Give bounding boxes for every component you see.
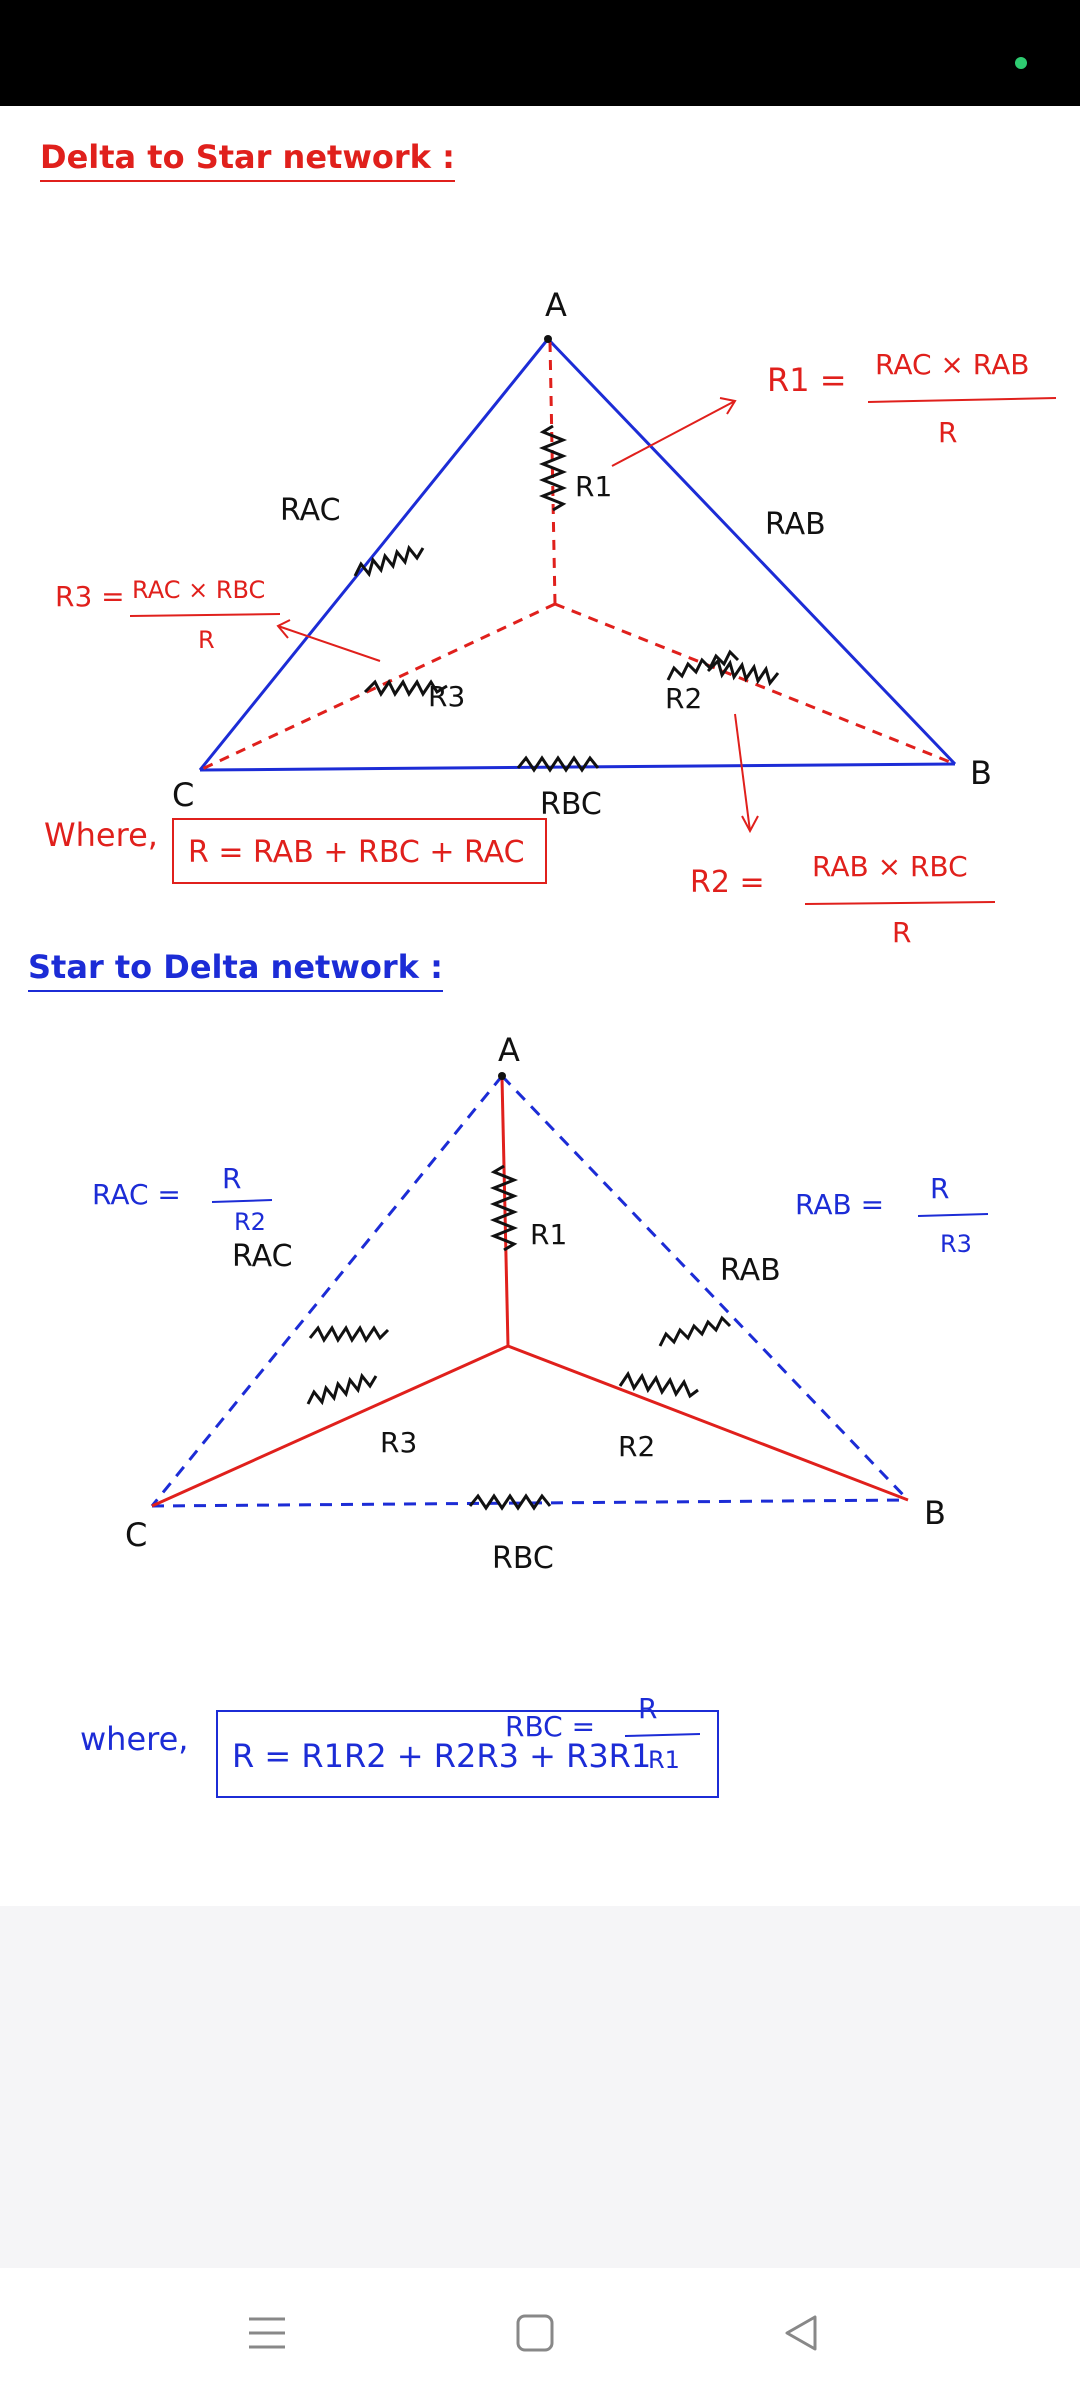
r2-label-2: R2 xyxy=(618,1430,655,1463)
formula-r2-lhs: R2 = xyxy=(690,865,765,900)
node-c-label: C xyxy=(172,776,194,814)
formula-rab-num: R xyxy=(930,1172,949,1205)
menu-icon xyxy=(249,2317,285,2349)
r1-label: R1 xyxy=(575,470,612,503)
rbc-label: RBC xyxy=(540,787,602,822)
r3-label-2: R3 xyxy=(380,1426,417,1459)
where-formula-delta: R = RAB + RBC + RAC xyxy=(172,818,547,884)
where-label-star: where, xyxy=(80,1720,189,1758)
formula-r1-den: R xyxy=(938,416,957,449)
formula-r3-num: RAC × RBC xyxy=(132,576,265,604)
where-label-delta: Where, xyxy=(44,816,158,854)
blank-area xyxy=(0,1906,1080,2268)
menu-button[interactable] xyxy=(222,2298,312,2368)
back-triangle-icon xyxy=(785,2315,817,2351)
formula-r3-lhs: R3 = xyxy=(55,580,125,613)
delta-to-star-heading: Delta to Star network : xyxy=(40,138,455,182)
formula-rac-num: R xyxy=(222,1162,241,1195)
rac-label: RAC xyxy=(280,493,341,528)
formula-r2-num: RAB × RBC xyxy=(812,850,968,883)
formula-rab-lhs: RAB = xyxy=(795,1188,884,1221)
r1-label-2: R1 xyxy=(530,1218,567,1251)
r2-label: R2 xyxy=(665,682,702,715)
navigation-bar xyxy=(0,2268,1080,2400)
formula-rbc-den: R1 xyxy=(648,1746,680,1774)
notification-dot-icon xyxy=(1015,57,1027,69)
star-to-delta-diagram: A B C RAC RAB RBC R1 R3 R2 RAC = R R2 RA… xyxy=(92,1031,989,1774)
formula-rbc-num: R xyxy=(638,1692,657,1725)
formula-rab-den: R3 xyxy=(940,1230,972,1258)
formula-r3-den: R xyxy=(198,626,215,654)
node-a-label: A xyxy=(545,286,567,324)
formula-rac-den: R2 xyxy=(234,1208,266,1236)
rbc-label-2: RBC xyxy=(492,1541,554,1576)
status-bar xyxy=(0,0,1080,106)
node-c-label-2: C xyxy=(125,1516,147,1554)
star-to-delta-heading: Star to Delta network : xyxy=(28,948,443,992)
node-a-label-2: A xyxy=(498,1031,520,1069)
rac-label-2: RAC xyxy=(232,1239,293,1274)
formula-r1-num: RAC × RAB xyxy=(875,348,1029,381)
node-b-label-2: B xyxy=(924,1494,946,1532)
node-b-label: B xyxy=(970,754,992,792)
home-square-icon xyxy=(516,2314,554,2352)
formula-rbc-lhs: RBC = xyxy=(505,1710,595,1743)
formula-r1-lhs: R1 = xyxy=(767,361,847,399)
document-image: Delta to Star network : Star to Delta ne… xyxy=(0,106,1080,1906)
formula-rac-lhs: RAC = xyxy=(92,1178,181,1211)
delta-to-star-diagram: A B C RAC RAB RBC R1 R3 R2 R1 = RAC × RA… xyxy=(55,286,1057,949)
back-button[interactable] xyxy=(756,2298,846,2368)
home-button[interactable] xyxy=(490,2298,580,2368)
where-formula-star: R = R1R2 + R2R3 + R3R1 xyxy=(216,1710,719,1798)
formula-r2-den: R xyxy=(892,916,911,949)
rab-label: RAB xyxy=(765,507,826,542)
r3-label: R3 xyxy=(428,680,465,713)
rab-label-2: RAB xyxy=(720,1253,781,1288)
